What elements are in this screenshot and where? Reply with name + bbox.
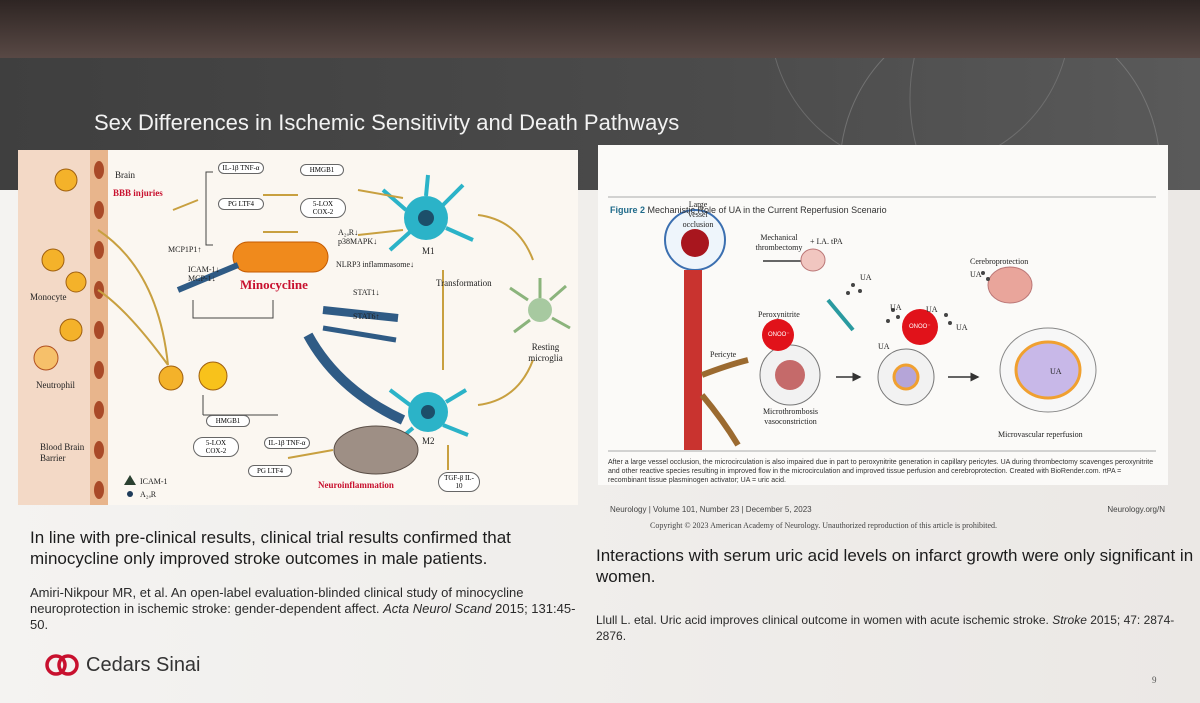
- right-reference: Llull L. etal. Uric acid improves clinic…: [596, 612, 1196, 644]
- label-mcp1p1: MCP1P1↑: [168, 245, 202, 254]
- journal-url: Neurology.org/N: [1107, 505, 1165, 514]
- slide-title: Sex Differences in Ischemic Sensitivity …: [94, 110, 680, 135]
- migrated-neutrophil: [158, 365, 184, 391]
- ua-molecules: [846, 271, 990, 325]
- label-large-vessel: Large vessel occlusion: [682, 200, 714, 229]
- figure-2-heading: Figure 2 Mechanistic Role of UA in the C…: [610, 205, 887, 215]
- label-ua-3: UA: [890, 303, 902, 312]
- legend-icam: ICAM-1: [140, 477, 168, 486]
- pill-tgfb: TGF-β IL-10: [438, 472, 480, 492]
- pill-pg-top: PG LTF4: [218, 198, 264, 210]
- right-summary: Interactions with serum uric acid levels…: [596, 546, 1194, 586]
- figure-2-label: Figure 2: [610, 205, 646, 215]
- m1-microglia: [381, 174, 474, 252]
- pill-hmgb1-top: HMGB1: [300, 164, 344, 176]
- label-neuroinflammation: Neuroinflammation: [318, 480, 394, 490]
- left-summary: In line with pre-clinical results, clini…: [30, 528, 511, 568]
- syringe-icon: [826, 298, 855, 332]
- m2-microglia: [388, 388, 469, 444]
- minocycline-diagram: [18, 150, 571, 505]
- label-ua-4: UA: [926, 305, 938, 314]
- pill-il1b-bottom: IL-1β TNF-α: [264, 437, 310, 449]
- label-stat6: STAT6↑: [353, 312, 380, 321]
- left-reference-tail: 2015; 131:45-50.: [30, 601, 576, 632]
- label-mech-thrombectomy: Mechanical thrombectomy: [755, 233, 803, 252]
- onoo-blob-1: [762, 319, 794, 351]
- pericyte-branch: [699, 357, 749, 447]
- uric-acid-figure: Large vessel occlusion Mechanical thromb…: [598, 145, 1168, 485]
- label-brain: Brain: [115, 170, 135, 180]
- left-reference-main: Amiri-Nikpour MR, et al. An open-label e…: [30, 585, 524, 616]
- label-micro-reperfusion: Microvascular reperfusion: [998, 430, 1083, 439]
- left-reference: Amiri-Nikpour MR, et al. An open-label e…: [30, 585, 590, 633]
- icam-marker-icon: [124, 475, 136, 485]
- journal-footer: Neurology | Volume 101, Number 23 | Dece…: [610, 505, 1165, 514]
- minocycline-capsule: [232, 241, 329, 273]
- pill-hmgb1-bottom: HMGB1: [206, 415, 250, 427]
- migrated-monocyte: [198, 361, 228, 391]
- room-background: [0, 0, 1200, 60]
- brain-small-icon: [800, 248, 826, 272]
- label-a2ar-p38: A₂ₐR↓ p38MAPK↓: [338, 228, 378, 246]
- label-m2: M2: [422, 436, 435, 446]
- label-ua-7: UA: [1050, 367, 1062, 376]
- onoo-blob-2: [902, 309, 938, 345]
- monocyte-cells: [41, 168, 87, 342]
- a2ar-marker-icon: [127, 491, 133, 497]
- label-ia-tpa: + I.A. tPA: [810, 237, 843, 246]
- minocycline-figure: Brain BBB injuries Monocyte Neutrophil B…: [18, 150, 578, 505]
- right-reference-journal: Stroke: [1052, 613, 1087, 627]
- brain-illustration: [333, 425, 419, 475]
- label-blood-brain-barrier: Blood Brain Barrier: [40, 442, 85, 463]
- label-transformation: Transformation: [436, 278, 492, 288]
- label-onoo-1: ONOO⁻: [768, 332, 790, 338]
- label-stat1: STAT1↓: [353, 288, 380, 297]
- label-peroxynitrite: Peroxynitrite: [758, 310, 800, 319]
- cerebro-brain-icon: [987, 266, 1033, 304]
- label-bbb-injuries: BBB injuries: [113, 188, 163, 198]
- label-nlrp3: NLRP3 inflammasome↓: [336, 260, 414, 269]
- journal-citation: Neurology | Volume 101, Number 23 | Dece…: [610, 505, 812, 514]
- page-number: 9: [1152, 675, 1157, 685]
- pill-slox-top: 5-LOX COX-2: [300, 198, 346, 218]
- pill-pg-bottom: PG LTF4: [248, 465, 292, 477]
- label-ua-6: UA: [878, 342, 890, 351]
- label-icam-mcp: ICAM-1↓ MCP-1↓: [188, 265, 220, 283]
- right-reference-tail: 2015; 47: 2874-2876.: [596, 613, 1175, 643]
- label-neutrophil: Neutrophil: [36, 380, 75, 390]
- left-reference-journal: Acta Neurol Scand: [383, 601, 492, 616]
- label-resting-microglia: Resting microglia: [528, 342, 563, 363]
- figure-2-caption: After a large vessel occlusion, the micr…: [608, 459, 1154, 484]
- label-minocycline: Minocycline: [240, 277, 308, 292]
- label-onoo-2: ONOO⁻: [909, 324, 931, 330]
- legend-a2ar: A₂ₐR: [140, 490, 157, 499]
- artery-trunk: [684, 270, 702, 450]
- cedars-sinai-logo: Cedars Sinai: [44, 650, 201, 680]
- resting-microglia-cell: [509, 278, 571, 334]
- label-ua-2: UA: [970, 270, 982, 279]
- neutrophil-cells: [33, 345, 59, 371]
- label-pericyte: Pericyte: [710, 350, 737, 359]
- right-reference-main: Llull L. etal. Uric acid improves clinic…: [596, 613, 1053, 627]
- label-cerebroprotection: Cerebroprotection: [970, 257, 1029, 266]
- label-monocyte: Monocyte: [30, 292, 67, 302]
- figure-2-title: Mechanistic Role of UA in the Current Re…: [647, 205, 887, 215]
- pill-il1b-top: IL-1β TNF-α: [218, 162, 264, 174]
- label-m1: M1: [422, 246, 435, 256]
- cedars-sinai-logo-icon: [45, 654, 79, 676]
- copyright-notice: Copyright © 2023 American Academy of Neu…: [650, 521, 998, 530]
- label-microthrombosis: Microthrombosis vasoconstriction: [762, 407, 819, 426]
- uric-acid-diagram: [608, 196, 1156, 452]
- label-ua-1: UA: [860, 273, 872, 282]
- logo-text: Cedars Sinai: [86, 653, 201, 676]
- pill-slox-bottom: 5-LOX COX-2: [193, 437, 239, 457]
- label-ua-5: UA: [956, 323, 968, 332]
- arrow-to-m2: [303, 332, 406, 425]
